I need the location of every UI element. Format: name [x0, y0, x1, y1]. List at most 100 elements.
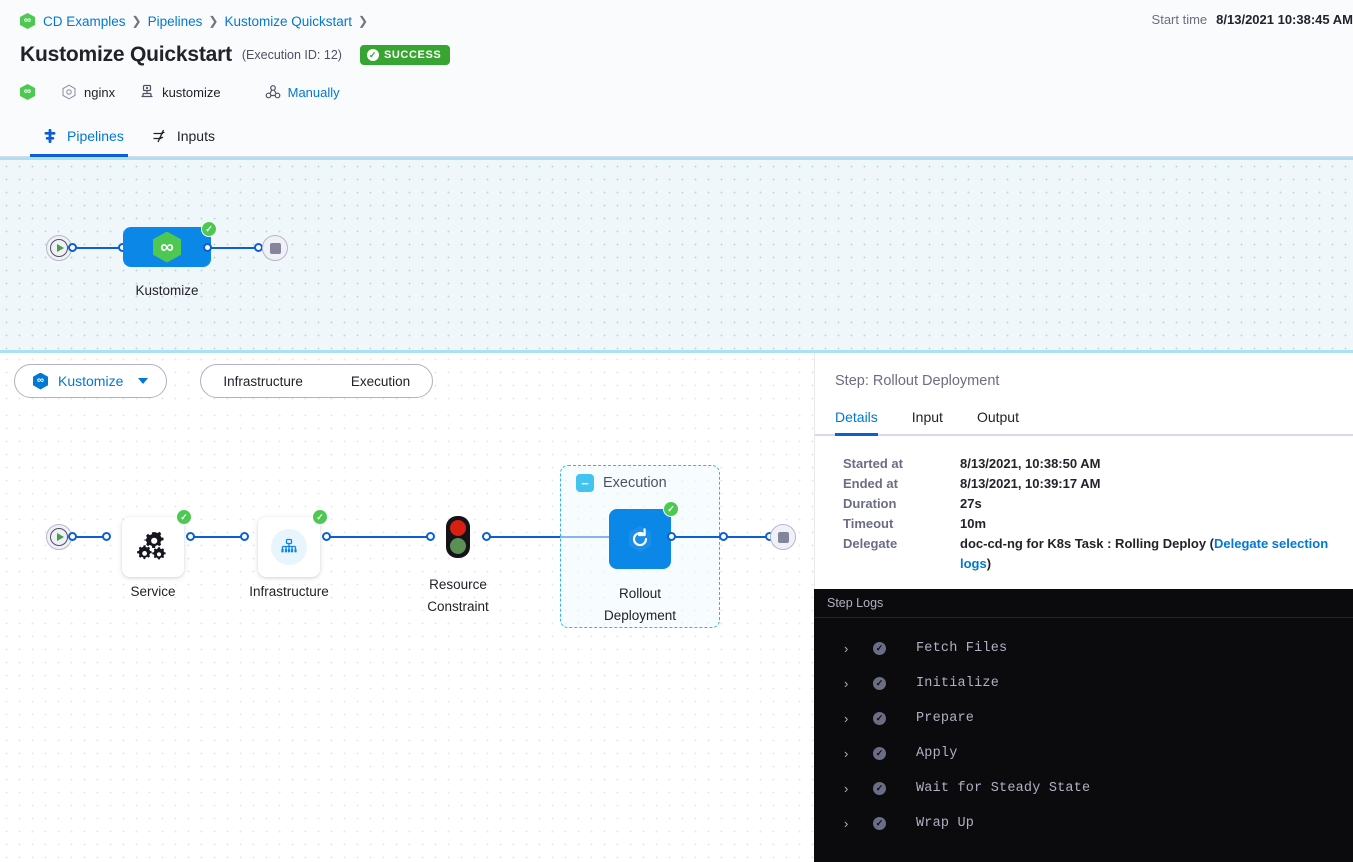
breadcrumb-item-pipelines[interactable]: Pipelines: [147, 13, 203, 29]
log-row-wait-for-steady-state[interactable]: › ✓ Wait for Steady State: [814, 771, 1353, 806]
chevron-right-icon[interactable]: ›: [844, 781, 849, 796]
tab-pipelines[interactable]: Pipelines: [30, 128, 140, 157]
stage-node-kustomize[interactable]: ∞ ✓: [123, 221, 217, 267]
breadcrumb-separator: ❯: [358, 14, 369, 28]
step-logs-title: Step Logs: [827, 596, 884, 610]
step-details-tabs: Details Input Output: [815, 402, 1353, 436]
detail-value: 8/13/2021, 10:39:17 AM: [960, 476, 1101, 491]
step-node-service-label: Service: [130, 584, 176, 599]
breadcrumb: ∞ CD Examples ❯ Pipelines ❯ Kustomize Qu…: [20, 10, 1353, 32]
connector-line: [675, 536, 723, 538]
step-node-infrastructure[interactable]: ✓: [258, 509, 328, 577]
step-logs-console: Step Logs › ✓ Fetch Files › ✓ Initialize…: [814, 589, 1353, 862]
chevron-right-icon[interactable]: ›: [844, 711, 849, 726]
chevron-right-icon[interactable]: ›: [844, 641, 849, 656]
log-row-wrap-up[interactable]: › ✓ Wrap Up: [814, 806, 1353, 841]
step-node-service[interactable]: ✓: [122, 509, 192, 577]
breadcrumb-item-cd-examples[interactable]: CD Examples: [43, 13, 126, 29]
delegate-selection-logs-link[interactable]: Delegate selection logs: [960, 536, 1329, 571]
tab-inputs[interactable]: Inputs: [140, 128, 231, 156]
log-row-fetch-files[interactable]: › ✓ Fetch Files: [814, 631, 1353, 666]
log-row-label: Fetch Files: [916, 641, 1008, 656]
chevron-right-icon[interactable]: ›: [844, 816, 849, 831]
detail-value: 27s: [960, 496, 982, 511]
inputs-icon: [153, 129, 165, 143]
meta-service: nginx: [61, 84, 115, 100]
tab-details[interactable]: Details: [835, 409, 895, 436]
connector-line: [194, 536, 244, 538]
check-icon: ✓: [366, 49, 379, 61]
breadcrumb-item-kustomize-quickstart[interactable]: Kustomize Quickstart: [224, 13, 352, 29]
connector-dot: [426, 532, 435, 541]
status-badge-label: SUCCESS: [383, 49, 442, 61]
start-time: Start time 8/13/2021 10:38:45 AM: [1152, 12, 1353, 27]
stage-graph-canvas[interactable]: ✓ Service ✓ Infrastructure: [0, 409, 814, 862]
tab-inputs-label: Inputs: [176, 128, 215, 144]
breadcrumb-separator: ❯: [131, 14, 142, 28]
stage-node-label: Kustomize: [135, 283, 199, 298]
step-node-infrastructure-label: Infrastructure: [249, 584, 329, 599]
tab-pipelines-label: Pipelines: [67, 128, 124, 144]
log-status-success-icon: ✓: [873, 642, 886, 655]
status-check-icon: ✓: [663, 501, 679, 517]
detail-row-timeout: Timeout 10m: [843, 514, 1353, 534]
log-row-apply[interactable]: › ✓ Apply: [814, 736, 1353, 771]
infra-tree-icon: [281, 538, 297, 553]
connector-dot: [240, 532, 249, 541]
detail-value: 10m: [960, 516, 987, 531]
meta-trigger-label[interactable]: Manually: [287, 84, 340, 100]
harness-hex-icon: ∞: [153, 231, 181, 263]
detail-key: Delegate: [843, 536, 898, 551]
tab-output[interactable]: Output: [976, 409, 1019, 425]
step-node-resource-constraint[interactable]: [446, 516, 470, 558]
harness-hex-icon: ∞: [20, 84, 35, 100]
pipeline-overview-canvas[interactable]: ∞ ✓ Kustomize: [0, 157, 1353, 353]
trigger-icon: [265, 85, 281, 99]
log-row-label: Wrap Up: [916, 816, 975, 831]
start-time-value: 8/13/2021 10:38:45 AM: [1216, 12, 1353, 27]
chevron-down-icon: [138, 378, 149, 384]
step-details-list: Started at 8/13/2021, 10:38:50 AM Ended …: [815, 436, 1353, 574]
step-node-rollout-deployment[interactable]: ✓: [609, 501, 679, 569]
service-gears-icon: [137, 531, 166, 560]
log-row-initialize[interactable]: › ✓ Initialize: [814, 666, 1353, 701]
harness-hex-icon: ∞: [33, 372, 48, 390]
collapse-minus-icon[interactable]: −: [576, 474, 594, 492]
detail-row-delegate: Delegate doc-cd-ng for K8s Task : Rollin…: [843, 534, 1353, 574]
connector-line: [490, 536, 616, 538]
status-badge: ✓ SUCCESS: [359, 45, 451, 65]
step-tab-execution[interactable]: Execution: [350, 373, 411, 389]
log-status-success-icon: ✓: [873, 677, 886, 690]
detail-value: doc-cd-ng for K8s Task : Rolling Deploy …: [960, 534, 1353, 574]
graph-end-node[interactable]: [262, 235, 288, 261]
connector-line: [76, 536, 106, 538]
stage-dropdown[interactable]: ∞ Kustomize: [14, 364, 168, 398]
traffic-light-icon: [450, 520, 466, 536]
detail-row-started-at: Started at 8/13/2021, 10:38:50 AM: [843, 454, 1353, 474]
graph-end-node[interactable]: [770, 524, 796, 550]
connector-line: [330, 536, 430, 538]
graph-start-node[interactable]: [46, 524, 72, 550]
title-row: Kustomize Quickstart (Execution ID: 12) …: [20, 40, 1353, 70]
connector-line: [211, 247, 258, 249]
chevron-right-icon[interactable]: ›: [844, 746, 849, 761]
log-row-label: Prepare: [916, 711, 975, 726]
step-logs-header: Step Logs: [814, 589, 1353, 618]
connector-line: [76, 247, 121, 249]
chevron-right-icon[interactable]: ›: [844, 676, 849, 691]
connector-line: [727, 536, 769, 538]
execution-meta-row: ∞ nginx kustomize: [20, 81, 1353, 103]
detail-key: Started at: [843, 456, 903, 471]
log-row-label: Initialize: [916, 676, 1000, 691]
step-group-execution-title: − Execution: [576, 474, 667, 492]
page-header: ∞ CD Examples ❯ Pipelines ❯ Kustomize Qu…: [0, 0, 1353, 112]
page-title: Kustomize Quickstart: [20, 43, 232, 66]
tab-input[interactable]: Input: [911, 409, 943, 425]
execution-id: (Execution ID: 12): [241, 48, 342, 62]
log-row-prepare[interactable]: › ✓ Prepare: [814, 701, 1353, 736]
step-tab-infrastructure[interactable]: Infrastructure: [223, 373, 303, 389]
log-section-list: › ✓ Fetch Files › ✓ Initialize › ✓ Prepa…: [814, 618, 1353, 841]
meta-trigger[interactable]: Manually: [265, 84, 340, 100]
